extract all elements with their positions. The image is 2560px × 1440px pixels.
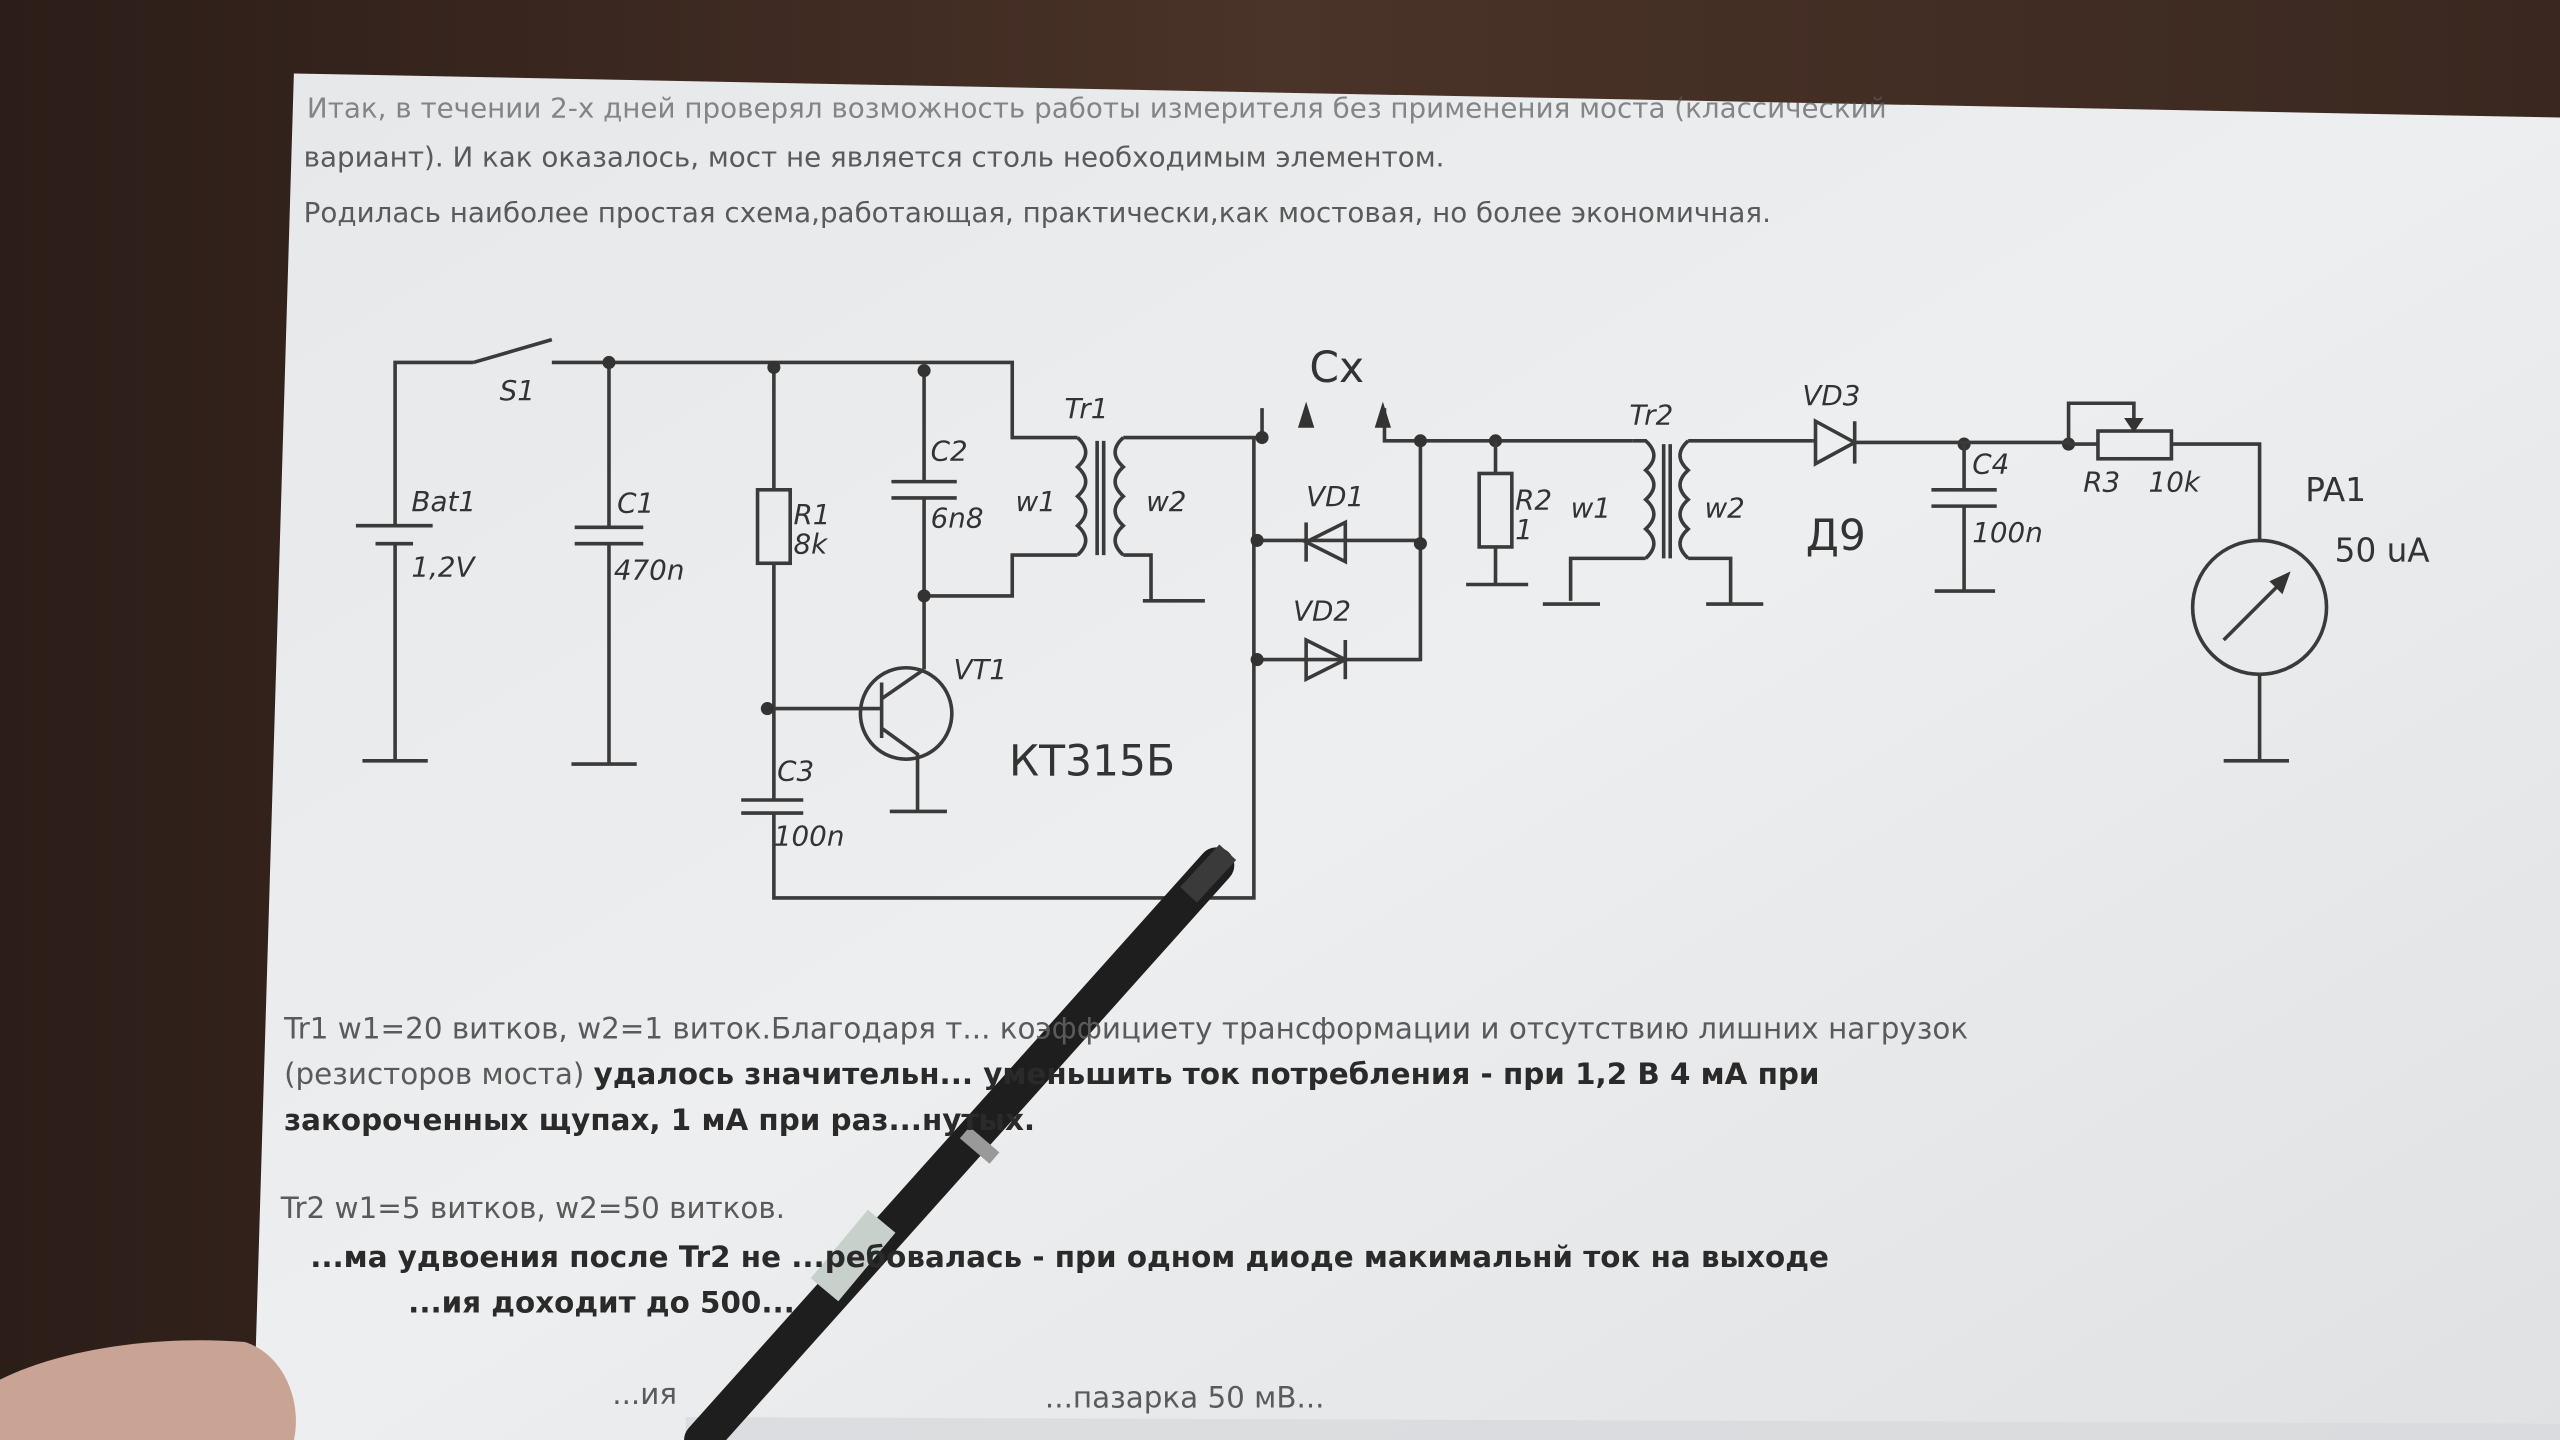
label-c4-value: 100n <box>1972 516 2043 549</box>
label-r3: R3 <box>2083 465 2120 498</box>
label-c2-value: 6n8 <box>931 501 984 534</box>
label-c3: C3 <box>777 754 814 787</box>
potentiometer-wiper-arrow <box>2124 417 2144 433</box>
note-tr2-line-3: ...ия доходит до 500... <box>408 1286 795 1320</box>
diode-bridge-wires <box>1257 408 1633 662</box>
diode-vd1 <box>1302 519 1348 565</box>
pen-band <box>810 1209 896 1302</box>
label-vd2: VD2 <box>1293 594 1351 627</box>
circuit-schematic: S1 Bat1 1,2V C1 470n R1 8k C3 100n C2 6n… <box>355 337 2431 900</box>
label-bat1: Bat1 <box>411 485 476 518</box>
label-c2: C2 <box>931 434 968 467</box>
intro-text: Итак, в течении 2-х дней проверял возмож… <box>304 92 1887 229</box>
graph-paper-strip <box>685 1417 2560 1440</box>
label-r2-value: 1 <box>1515 513 1533 546</box>
note-tr1-line-1: Tr1 w1=20 витков, w2=1 виток.Благодаря т… <box>283 1011 1968 1045</box>
label-c3-value: 100n <box>774 820 845 853</box>
label-bat1-value: 1,2V <box>411 550 476 583</box>
label-r2: R2 <box>1515 483 1552 516</box>
meter-needle <box>2222 576 2287 642</box>
resistor-r2 <box>1477 471 1514 549</box>
note-tr2-line-2: ...ма удвоения после Tr2 не ...ребовалас… <box>310 1240 1829 1274</box>
notes-text: Tr1 w1=20 витков, w2=1 виток.Благодаря т… <box>280 1011 1968 1414</box>
label-tr2: Tr2 <box>1629 398 1673 431</box>
transistor-vt1 <box>858 665 954 761</box>
note-bottom-fragment-2: ...пазарка 50 мВ... <box>1045 1380 1325 1414</box>
meter-pa1 <box>2190 538 2329 677</box>
label-r1: R1 <box>793 498 830 531</box>
label-vt1: VT1 <box>953 653 1007 686</box>
intro-line-2: вариант). И как оказалось, мост не являе… <box>304 141 1445 174</box>
meter-needle-arrow <box>2269 571 2291 595</box>
label-vd3-type: Д9 <box>1806 512 1866 561</box>
label-pa1: PA1 <box>2305 471 2366 509</box>
capacitor-c1 <box>571 362 644 766</box>
label-vd3: VD3 <box>1802 379 1860 412</box>
label-pa1-value: 50 uA <box>2335 532 2431 570</box>
hand <box>0 1340 296 1440</box>
paper-sheet <box>253 73 2560 1440</box>
intro-line-1: Итак, в течении 2-х дней проверял возмож… <box>307 92 1887 125</box>
resistor-r2-wires <box>1466 440 1529 587</box>
label-c1: C1 <box>617 487 654 520</box>
label-tr1-w2: w2 <box>1146 485 1186 518</box>
pen-ring <box>959 1126 1000 1164</box>
note-tr2-line-1: Tr2 w1=5 витков, w2=50 витков. <box>280 1191 785 1225</box>
resistor-r1 <box>755 488 792 566</box>
label-tr2-w2: w2 <box>1704 492 1744 525</box>
pen-tip <box>1180 844 1237 903</box>
note-tr1-line-3: закороченных щупах, 1 мА при раз...нутых… <box>284 1103 1035 1137</box>
label-cx: Cx <box>1309 344 1364 393</box>
transformer-tr1 <box>1074 435 1263 603</box>
label-c1-value: 470n <box>614 554 685 587</box>
note-bottom-fragment-1: ...ия <box>612 1377 677 1411</box>
label-tr2-w1: w1 <box>1571 492 1611 525</box>
probe-arrow-left <box>1297 401 1315 428</box>
note-tr1-line-2: (резисторов моста) удалось значительн...… <box>284 1057 1819 1091</box>
label-vd1: VD1 <box>1306 480 1364 513</box>
potentiometer-r3-wires <box>2066 401 2289 763</box>
transistor-leads <box>767 667 947 814</box>
diode-vd3-wires <box>1812 421 2069 464</box>
label-s1: S1 <box>500 374 535 407</box>
label-tr1-w1: w1 <box>1016 485 1056 518</box>
pen-body <box>684 847 1235 1440</box>
probe-arrow-right <box>1374 401 1392 428</box>
wire-r1-c3 <box>741 367 1256 900</box>
label-r3-value: 10k <box>2149 465 2201 498</box>
capacitor-c2 <box>891 370 1078 670</box>
wire-battery <box>362 337 1078 763</box>
intro-line-3: Родилась наиболее простая схема,работающ… <box>304 196 1771 229</box>
note-tr1-line-2b: удалось значительн... уменьшить ток потр… <box>594 1057 1820 1091</box>
junction-dots <box>602 355 2076 716</box>
label-c4: C4 <box>1972 447 2009 480</box>
label-tr1: Tr1 <box>1064 392 1108 425</box>
note-tr1-line-2a: (резисторов моста) <box>284 1057 594 1091</box>
transformer-tr2 <box>1542 439 1813 606</box>
label-r1-value: 8k <box>793 527 828 560</box>
label-transistor-type: КТ315Б <box>1009 738 1175 787</box>
diode-vd2 <box>1304 637 1350 683</box>
capacitor-c4 <box>1931 444 1997 593</box>
